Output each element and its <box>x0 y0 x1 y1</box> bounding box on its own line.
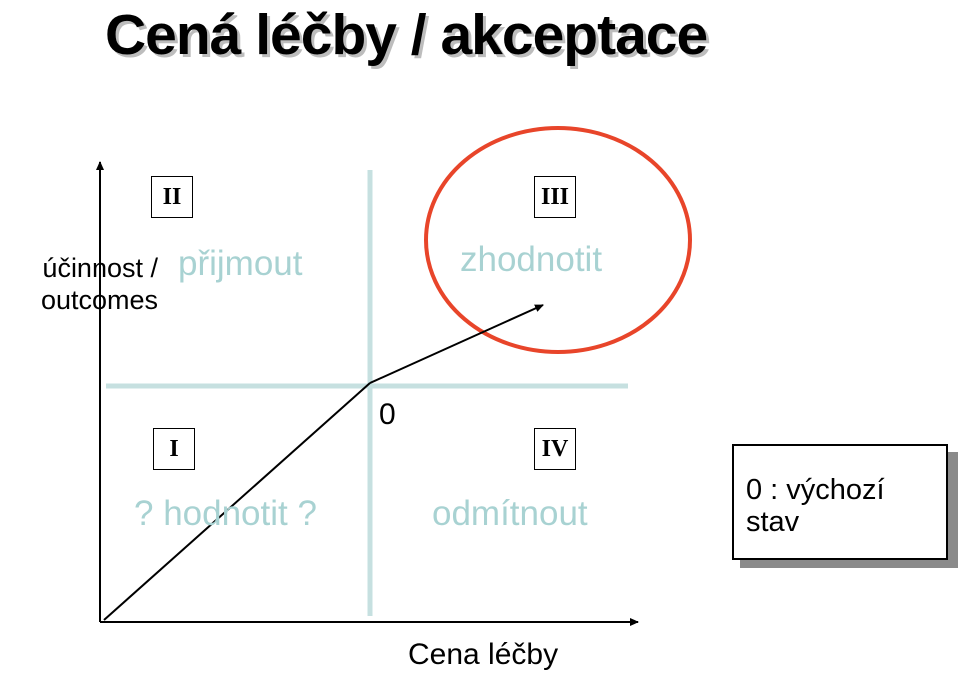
diagonal-line <box>103 382 371 621</box>
x-axis-label: Cena léčby <box>408 638 559 671</box>
quadrant-i-label: ? hodnotit ? <box>134 494 317 533</box>
legend-box: 0 : výchozí stav <box>732 444 948 560</box>
quadrant-iii-label: zhodnotit <box>460 240 603 279</box>
y-axis-label: účinnost / outcomes <box>0 252 158 316</box>
legend-line2: stav <box>746 506 800 538</box>
quadrant-ii-label: přijmout <box>178 244 303 283</box>
slide-title: Cená léčby / akceptace <box>105 3 708 67</box>
quadrant-i-marker: I <box>153 428 195 470</box>
highlight-circle <box>424 126 692 354</box>
legend-line1: 0 : výchozí <box>746 474 885 506</box>
trend-arrow <box>369 304 544 384</box>
origin-label: 0 <box>379 398 396 431</box>
y-axis-label-line2: outcomes <box>40 285 158 315</box>
quadrant-ii-marker: II <box>151 176 193 218</box>
quadrant-iii-marker: III <box>534 176 576 218</box>
quadrant-iv-marker: IV <box>534 428 576 470</box>
quadrant-iv-label: odmítnout <box>432 494 588 533</box>
y-axis-label-line1: účinnost / <box>42 253 158 283</box>
